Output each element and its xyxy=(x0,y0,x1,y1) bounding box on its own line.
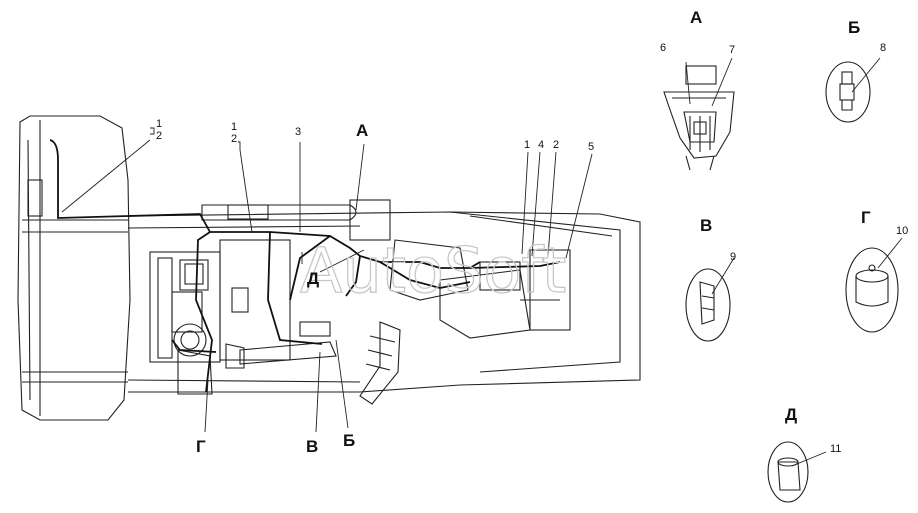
callout-1-mid: 1 xyxy=(231,121,237,133)
leader-11 xyxy=(791,451,827,467)
vehicle-chassis-drawing xyxy=(17,115,641,421)
leader-9 xyxy=(711,257,735,295)
callout-10: 10 xyxy=(896,225,908,237)
detail-g-title: Г xyxy=(861,208,871,227)
callout-8: 8 xyxy=(880,42,886,54)
detail-a-title: А xyxy=(690,8,702,27)
leader-7 xyxy=(711,57,733,107)
view-marker-g: Г xyxy=(196,437,206,456)
main-view-markers: А Д Г В Б xyxy=(196,121,368,456)
detail-d-title: Д xyxy=(785,405,797,424)
callout-1-top: 1 xyxy=(156,118,162,130)
callout-3: 3 xyxy=(295,126,301,138)
view-marker-v: В xyxy=(306,437,318,456)
detail-view-labels: А 6 7 Б 8 В 9 Г 10 Д 11 xyxy=(660,8,908,455)
detail-b-sensor-drawing xyxy=(825,61,871,123)
callout-2-mid: 2 xyxy=(231,133,237,145)
callout-5: 5 xyxy=(588,141,594,153)
callout-7: 7 xyxy=(729,44,735,56)
view-marker-a: А xyxy=(356,121,368,140)
detail-a-connector-drawing xyxy=(663,65,735,171)
detail-v-title: В xyxy=(700,216,712,235)
main-callout-labels: 1 2 1 2 3 1 4 2 5 xyxy=(156,118,594,153)
detail-v-sensor-drawing xyxy=(685,268,731,342)
view-marker-d: Д xyxy=(307,269,319,288)
callout-2-right: 2 xyxy=(553,139,559,151)
wiring-harness xyxy=(49,139,561,393)
callout-1-right: 1 xyxy=(524,139,530,151)
callout-2-top: 2 xyxy=(156,130,162,142)
leader-6 xyxy=(685,61,691,105)
leader-10 xyxy=(877,237,903,269)
watermark-text: AutoSoft xyxy=(300,234,566,307)
detail-d-sensor-drawing xyxy=(767,441,809,503)
leader-lines xyxy=(61,127,593,433)
leader-8 xyxy=(851,57,881,93)
callout-11: 11 xyxy=(830,443,841,455)
callout-4: 4 xyxy=(538,139,544,151)
detail-g-sensor-drawing xyxy=(845,247,899,333)
view-marker-b: Б xyxy=(343,431,355,450)
callout-6: 6 xyxy=(660,42,666,54)
detail-b-title: Б xyxy=(848,18,860,37)
callout-9: 9 xyxy=(730,251,736,263)
